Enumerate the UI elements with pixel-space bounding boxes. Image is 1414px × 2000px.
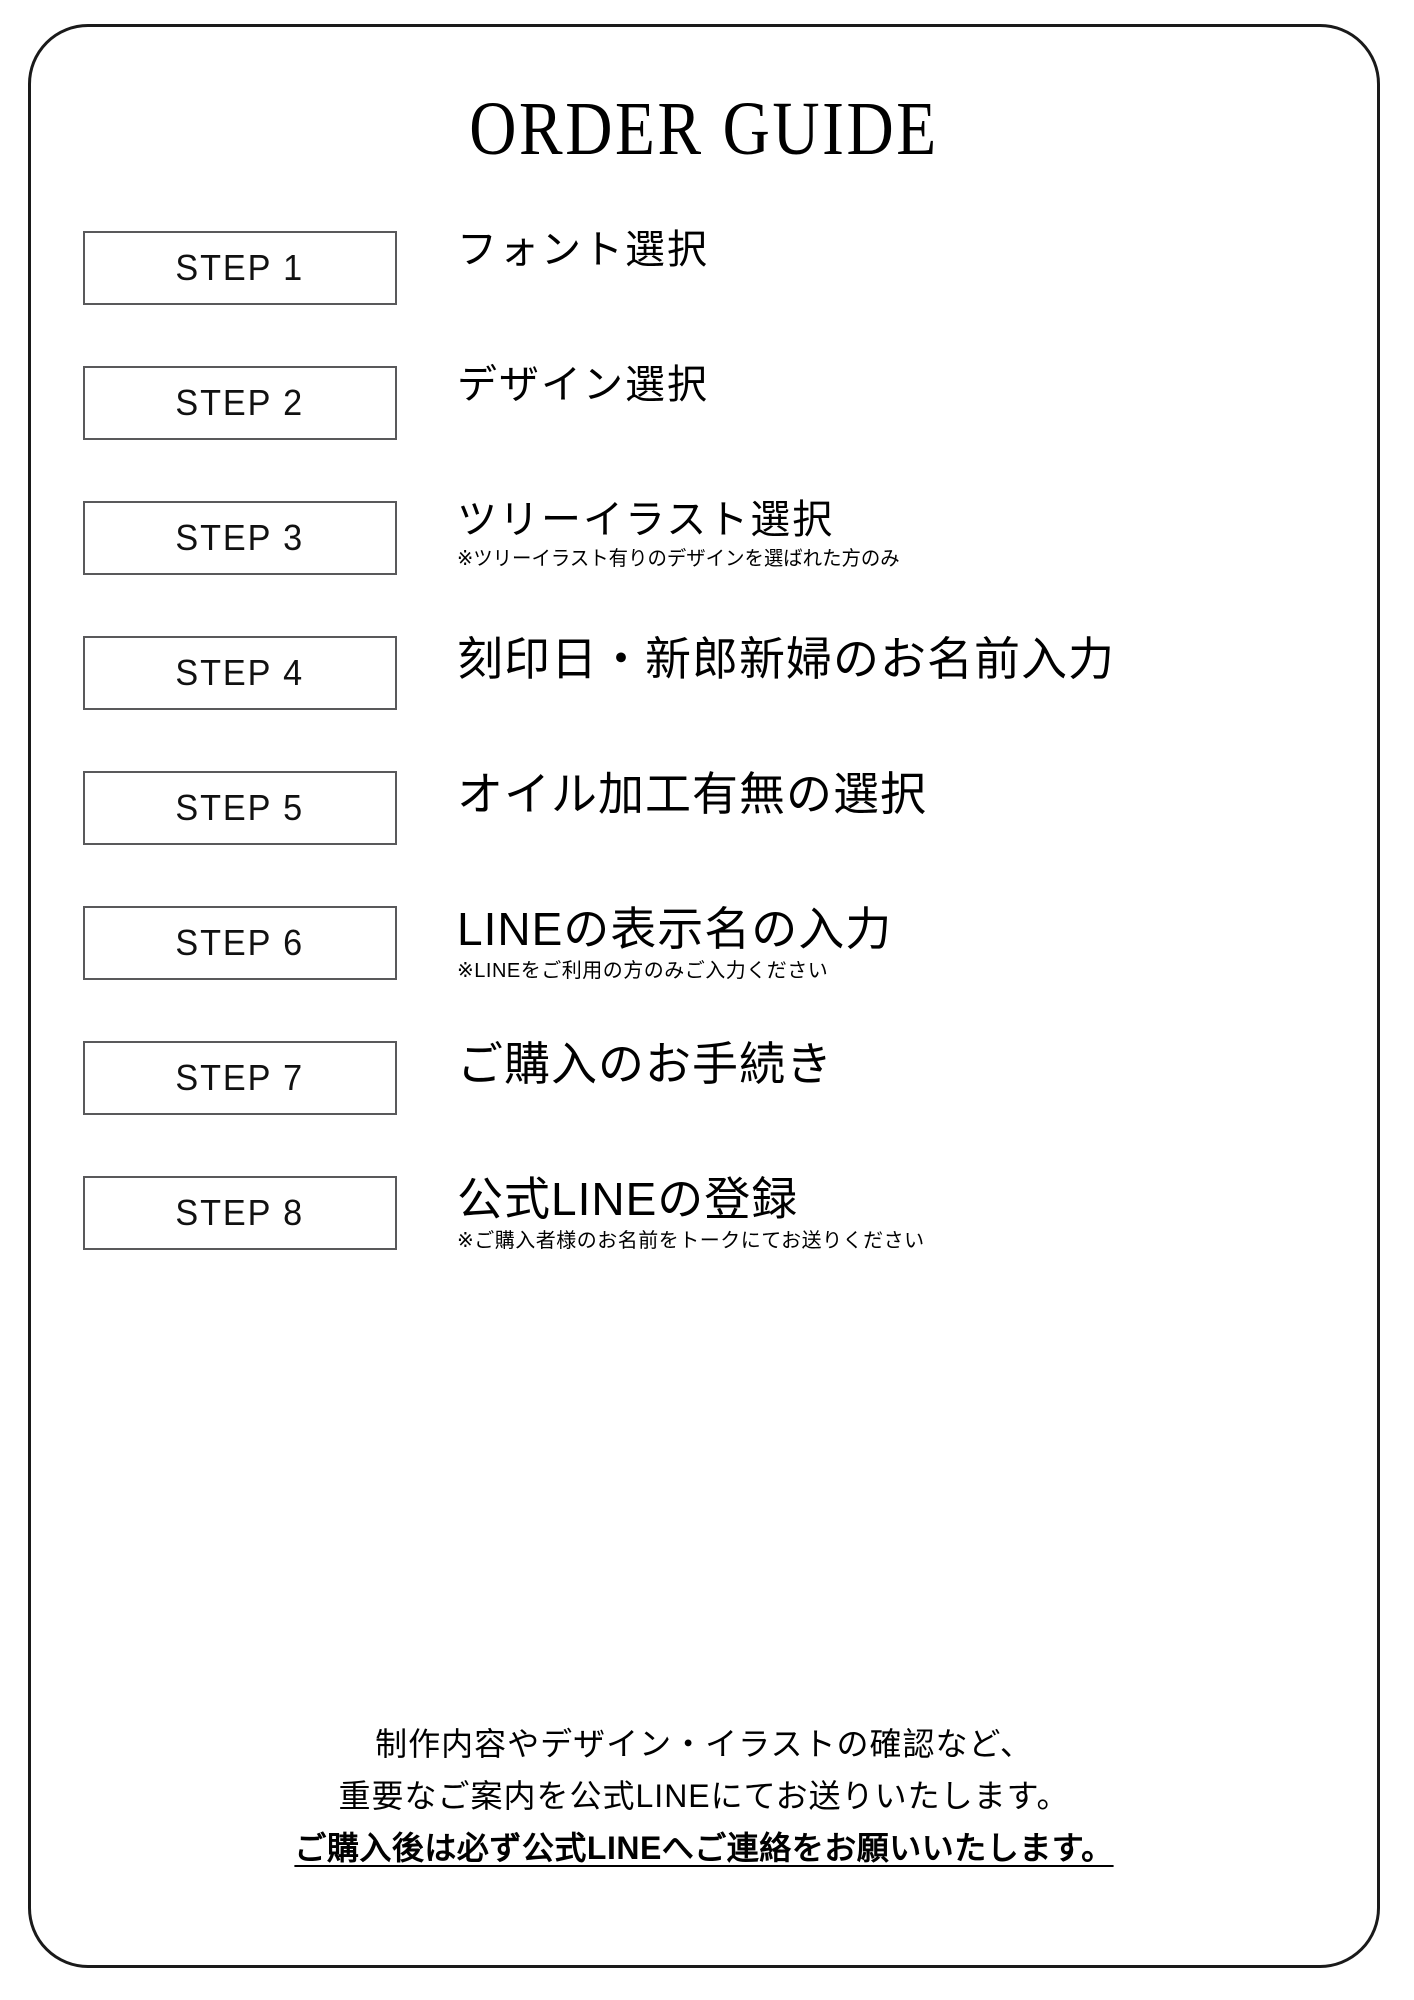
step-note: ※LINEをご利用の方のみご入力ください — [457, 960, 829, 983]
step-row: STEP 4 刻印日・新郎新婦のお名前入力 — [83, 632, 1331, 767]
step-text-group: 公式LINEの登録 ※ご購入者様のお名前をトークにてお送りください — [397, 1172, 1331, 1254]
step-badge-box: STEP 2 — [83, 366, 397, 440]
step-text-group: ツリーイラスト選択 ※ツリーイラスト有りのデザインを選ばれた方のみ — [397, 497, 1331, 572]
footer-line-1: 制作内容やデザイン・イラストの確認など、 — [375, 1726, 1033, 1762]
step-text-group: オイル加工有無の選択 — [397, 767, 1331, 821]
step-note: ※ツリーイラスト有りのデザインを選ばれた方のみ — [457, 548, 900, 571]
step-badge-label: STEP 4 — [175, 652, 305, 693]
footer-line-3-emphasis: ご購入後は必ず公式LINEへご連絡をお願いいたします。 — [294, 1829, 1114, 1866]
step-title: LINEの表示名の入力 — [457, 903, 893, 955]
step-text-group: ご購入のお手続き — [397, 1037, 1331, 1091]
step-text-group: フォント選択 — [397, 227, 1331, 274]
step-title: ツリーイラスト選択 — [457, 498, 835, 542]
step-badge-label: STEP 5 — [175, 787, 305, 828]
step-title: オイル加工有無の選択 — [457, 768, 927, 820]
step-badge-box: STEP 8 — [83, 1176, 397, 1250]
step-badge-label: STEP 6 — [175, 922, 305, 963]
step-badge-box: STEP 7 — [83, 1041, 397, 1115]
step-badge-label: STEP 7 — [175, 1057, 305, 1098]
step-text-group: LINEの表示名の入力 ※LINEをご利用の方のみご入力ください — [397, 902, 1331, 984]
step-badge-box: STEP 5 — [83, 771, 397, 845]
step-row: STEP 1 フォント選択 — [83, 227, 1331, 362]
step-note: ※ご購入者様のお名前をトークにてお送りください — [457, 1230, 925, 1253]
step-row: STEP 5 オイル加工有無の選択 — [83, 767, 1331, 902]
step-badge-box: STEP 6 — [83, 906, 397, 980]
step-badge-label: STEP 8 — [175, 1192, 305, 1233]
step-title: ご購入のお手続き — [457, 1038, 833, 1090]
step-title: デザイン選択 — [457, 363, 709, 407]
step-badge-box: STEP 3 — [83, 501, 397, 575]
step-text-group: 刻印日・新郎新婦のお名前入力 — [397, 632, 1331, 686]
page-title: ORDER GUIDE — [469, 87, 939, 171]
step-row: STEP 8 公式LINEの登録 ※ご購入者様のお名前をトークにてお送りください — [83, 1172, 1331, 1307]
step-title: 刻印日・新郎新婦のお名前入力 — [457, 633, 1115, 685]
steps-list: STEP 1 フォント選択 STEP 2 デザイン選択 STEP 3 ツリーイラ… — [83, 227, 1331, 1307]
order-guide-card: ORDER GUIDE STEP 1 フォント選択 STEP 2 デザイン選択 … — [28, 24, 1380, 1968]
footer-notice: 制作内容やデザイン・イラストの確認など、 重要なご案内を公式LINEにてお送りい… — [31, 1719, 1377, 1874]
step-row: STEP 6 LINEの表示名の入力 ※LINEをご利用の方のみご入力ください — [83, 902, 1331, 1037]
step-title: フォント選択 — [457, 228, 709, 272]
step-badge-box: STEP 1 — [83, 231, 397, 305]
step-badge-label: STEP 3 — [175, 517, 305, 558]
step-row: STEP 3 ツリーイラスト選択 ※ツリーイラスト有りのデザインを選ばれた方のみ — [83, 497, 1331, 632]
step-badge-label: STEP 1 — [175, 247, 305, 288]
step-row: STEP 7 ご購入のお手続き — [83, 1037, 1331, 1172]
footer-line-2: 重要なご案内を公式LINEにてお送りいたします。 — [338, 1777, 1070, 1814]
step-text-group: デザイン選択 — [397, 362, 1331, 409]
step-badge-box: STEP 4 — [83, 636, 397, 710]
step-title: 公式LINEの登録 — [457, 1173, 799, 1225]
step-badge-label: STEP 2 — [175, 382, 305, 423]
step-row: STEP 2 デザイン選択 — [83, 362, 1331, 497]
